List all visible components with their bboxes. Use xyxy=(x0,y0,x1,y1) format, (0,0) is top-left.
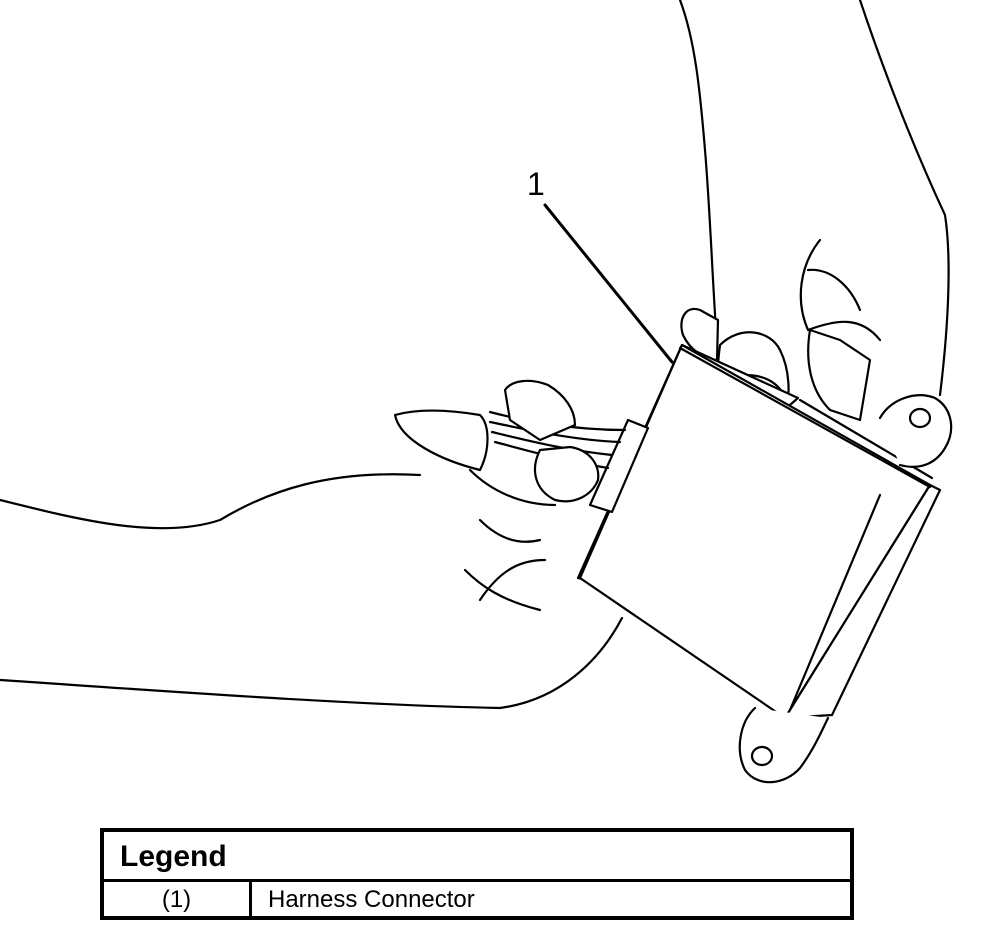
right-arm-back xyxy=(858,0,950,397)
callout-number-1: 1 xyxy=(527,166,545,202)
callout-leader-line xyxy=(543,203,674,364)
right-finger-lower xyxy=(807,328,872,422)
top-mount-hole xyxy=(908,407,932,429)
connector-illustration xyxy=(0,0,953,784)
module-top-face xyxy=(578,343,932,720)
left-thumb xyxy=(533,445,600,503)
bottom-mount-hole xyxy=(750,745,774,767)
right-arm-outline xyxy=(678,0,718,332)
connector-plug xyxy=(588,418,650,514)
right-hand-curve xyxy=(806,268,862,312)
module-edge-1 xyxy=(678,346,932,489)
module-side-face xyxy=(783,483,942,720)
top-mount-tab xyxy=(878,394,953,468)
legend-title: Legend xyxy=(104,832,850,882)
left-arm-upper xyxy=(0,473,422,530)
legend-row-id: (1) xyxy=(104,882,252,918)
left-knuckles xyxy=(463,468,557,612)
right-finger-upper xyxy=(799,238,882,342)
left-arm-lower xyxy=(0,616,624,710)
left-finger-1 xyxy=(393,409,489,472)
module-edge-3 xyxy=(788,493,882,712)
bottom-mount-tab xyxy=(738,706,830,784)
left-finger-2 xyxy=(503,379,577,442)
legend-table: Legend (1) Harness Connector xyxy=(100,828,854,920)
legend-row-description: Harness Connector xyxy=(268,886,475,913)
legend-row: (1) Harness Connector xyxy=(104,882,850,918)
